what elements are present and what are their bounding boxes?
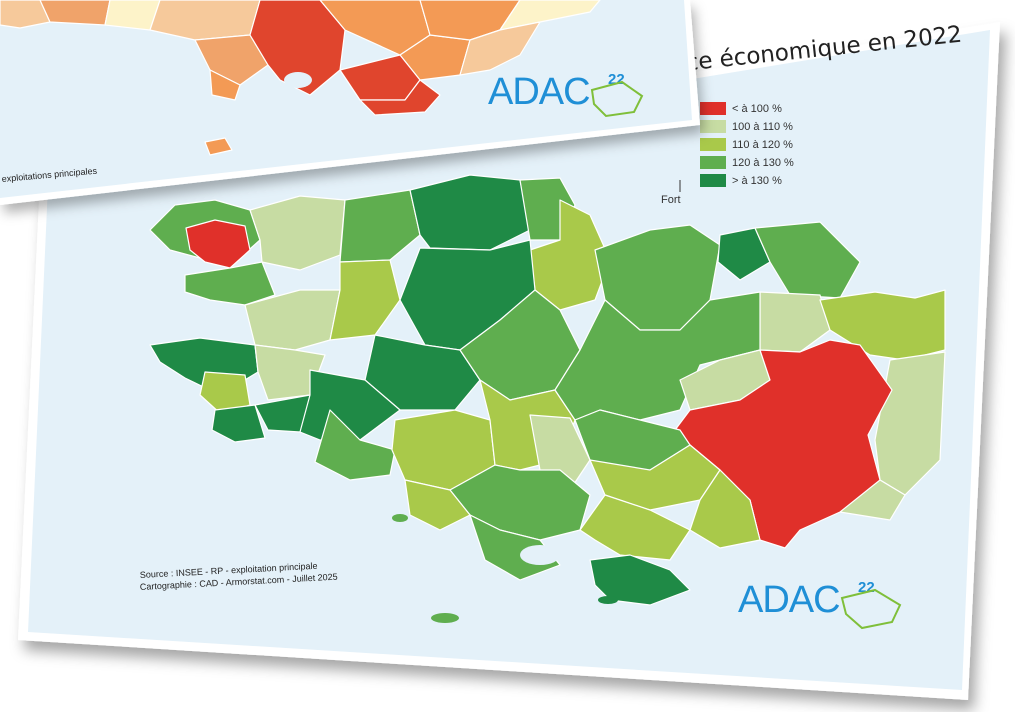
region-rennes — [674, 339, 893, 549]
region-s-6 — [404, 479, 471, 531]
back-region — [209, 69, 241, 101]
island-1 — [392, 514, 408, 522]
legend-item: 120 à 130 % — [700, 156, 794, 169]
back-map-sheet: exploitations principales ADAC 22 — [0, 0, 700, 205]
back-communes-layer — [0, 0, 601, 156]
back-logo-map-outline-icon — [590, 80, 644, 118]
back-region — [499, 0, 601, 31]
legend-item: 100 à 110 % — [700, 120, 793, 133]
legend: < à 100 % 100 à 110 % 110 à 120 % 120 à … — [661, 102, 794, 206]
legend-item: < à 100 % — [700, 102, 782, 115]
legend-item: > à 130 % — [700, 174, 782, 187]
back-region-red — [359, 79, 441, 116]
back-logo-text: ADAC — [488, 71, 590, 113]
legend-swatch — [700, 156, 726, 169]
gulf-morbihan — [520, 545, 560, 565]
island-belle-ile — [431, 613, 459, 623]
logo-text: ADAC — [738, 579, 840, 621]
communes-layer — [149, 174, 946, 606]
region-n-1 — [249, 195, 346, 271]
front-map-sheet: nce économique en 2022 < à 100 % 100 à 1… — [18, 22, 1000, 700]
region-c-4 — [314, 409, 396, 481]
region-s-5 — [579, 494, 691, 561]
legend-label: > à 130 % — [732, 175, 782, 187]
region-ne-5 — [819, 289, 946, 361]
island-2 — [598, 596, 618, 604]
region-w-1 — [184, 261, 276, 306]
region-w-7 — [211, 404, 266, 443]
legend-swatch — [700, 138, 726, 151]
region-brest — [185, 219, 251, 269]
region-ne-2 — [717, 227, 771, 281]
back-region — [194, 34, 269, 86]
adac-logo: ADAC 22 — [738, 579, 902, 630]
back-island — [204, 137, 233, 156]
legend-scale-label: Fort — [661, 194, 681, 206]
back-gulf — [284, 72, 312, 88]
logo-map-outline-icon — [840, 588, 902, 630]
region-n-3 — [409, 174, 531, 251]
legend-swatch — [700, 174, 726, 187]
legend-swatch — [700, 120, 726, 133]
back-region — [459, 21, 541, 76]
legend-item: 110 à 120 % — [700, 138, 793, 151]
back-region — [149, 0, 261, 41]
legend-label: 100 à 110 % — [732, 121, 793, 133]
legend-label: < à 100 % — [732, 103, 782, 115]
back-region — [0, 0, 51, 29]
legend-label: 120 à 130 % — [732, 157, 794, 169]
back-region — [39, 0, 111, 26]
back-adac-logo: ADAC 22 — [488, 71, 644, 118]
region-n-2 — [339, 189, 421, 263]
region-s-8 — [589, 554, 691, 606]
legend-swatch — [700, 102, 726, 115]
legend-label: 110 à 120 % — [732, 139, 793, 151]
